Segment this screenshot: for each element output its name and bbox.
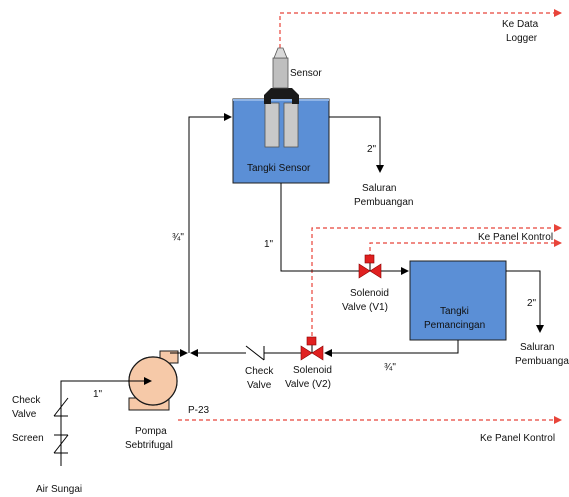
return-pipe-tank-fishing	[324, 340, 459, 357]
solenoid-valve-v1	[358, 254, 382, 279]
data-logger-label-line2: Logger	[506, 33, 538, 44]
sensor-cable-cap	[273, 47, 288, 59]
riser-pipe	[188, 113, 232, 353]
pump-tag: P-23	[188, 405, 210, 416]
panel-top-label: Ke Panel Kontrol	[478, 232, 553, 243]
check-valve-label-line1: Check	[245, 366, 274, 377]
data-logger-label-line1: Ke Data	[502, 19, 539, 30]
tank-sensor-label: Tangki Sensor	[247, 163, 311, 174]
sensor-probe-right	[283, 102, 299, 148]
sensor-probe-left	[264, 102, 280, 148]
panel-signal-line-v2	[311, 224, 562, 343]
data-logger-signal-line	[279, 9, 562, 48]
panel-signal-line-v1	[369, 239, 562, 258]
check-valve-vertical	[53, 397, 69, 417]
panel-bottom-label: Ke Panel Kontrol	[480, 433, 555, 444]
solenoid-v2-label-line2: Valve (V2)	[285, 379, 331, 390]
tank-fishing-label-line1: Tangki	[440, 306, 469, 317]
solenoid-v1-label-line2: Valve (V1)	[342, 302, 388, 313]
drain-pipe-tank-fishing	[506, 270, 544, 333]
screen-strainer	[53, 434, 69, 454]
pump-label-line2: Sebtrifugal	[125, 440, 173, 451]
pipe-size-2in-a: 2"	[367, 144, 377, 155]
drain-a-label-line2: Pembuangan	[354, 197, 414, 208]
sensor-mount	[264, 88, 299, 104]
drain-a-label-line1: Saluran	[362, 183, 396, 194]
tank-fishing	[409, 260, 507, 341]
pipe-size-1in-a: 1"	[264, 239, 274, 250]
pipe-size-3q-vertical: ¾"	[172, 232, 184, 243]
sensor-body	[272, 57, 289, 89]
drain-b-label-line2: Pembuangan	[515, 356, 569, 367]
check-valve-label-line2: Valve	[247, 380, 272, 391]
pipe-size-2in-b: 2"	[527, 298, 537, 309]
solenoid-v1-label-line1: Solenoid	[350, 288, 389, 299]
screen-label: Screen	[12, 433, 44, 444]
pump-label-line1: Pompa	[135, 426, 167, 437]
solenoid-valve-v2	[300, 336, 324, 361]
pipe-size-1in-b: 1"	[93, 389, 103, 400]
drain-b-label-line1: Saluran	[520, 342, 554, 353]
pipe-size-3q-horizontal: ¾"	[384, 362, 396, 373]
left-check-label-line1: Check	[12, 395, 41, 406]
tank-fishing-label-line2: Pemancingan	[424, 320, 485, 331]
river-water-label: Air Sungai	[36, 484, 82, 495]
drain-pipe-tank-sensor	[329, 116, 384, 173]
pipe-tank-sensor-to-v1	[280, 183, 359, 272]
check-valve-horizontal	[245, 345, 265, 361]
tank-sensor-water-surface	[233, 99, 329, 101]
left-check-label-line2: Valve	[12, 409, 37, 420]
tank-sensor	[232, 98, 330, 184]
sensor-label: Sensor	[290, 68, 322, 79]
solenoid-v2-label-line1: Solenoid	[293, 365, 332, 376]
suction-pipe	[60, 377, 152, 466]
